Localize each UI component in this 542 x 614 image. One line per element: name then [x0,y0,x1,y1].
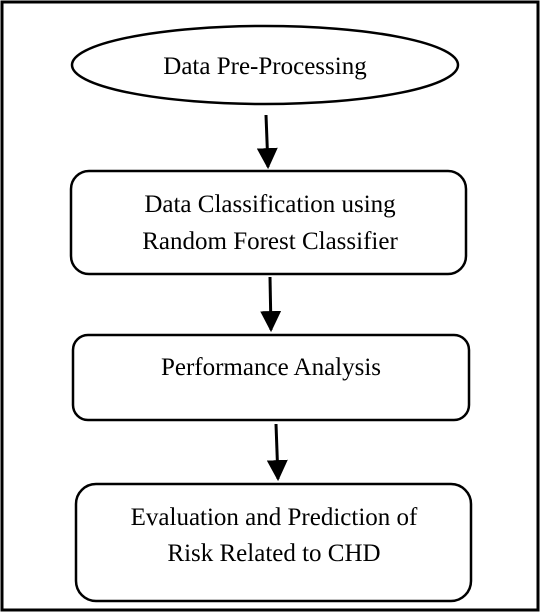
node-performance-analysis: Performance Analysis [71,333,471,422]
node-data-classification-label-line-2: Random Forest Classifier [142,228,398,255]
node-evaluation-prediction-label-line-1: Evaluation and Prediction of [131,504,418,531]
node-data-classification-label-line-1: Data Classification using [144,191,396,218]
node-data-pre-processing: Data Pre-Processing [70,24,460,106]
node-performance-analysis-label: Performance Analysis [161,354,381,381]
node-evaluation-prediction: Evaluation and Prediction of Risk Relate… [74,482,473,603]
arrow-3 [266,423,288,482]
node-data-classification: Data Classification using Random Forest … [69,169,468,276]
arrow-2 [260,276,282,333]
arrow-1 [256,114,278,170]
node-evaluation-prediction-label-line-2: Risk Related to CHD [167,540,380,567]
node-data-pre-processing-label: Data Pre-Processing [163,53,367,80]
